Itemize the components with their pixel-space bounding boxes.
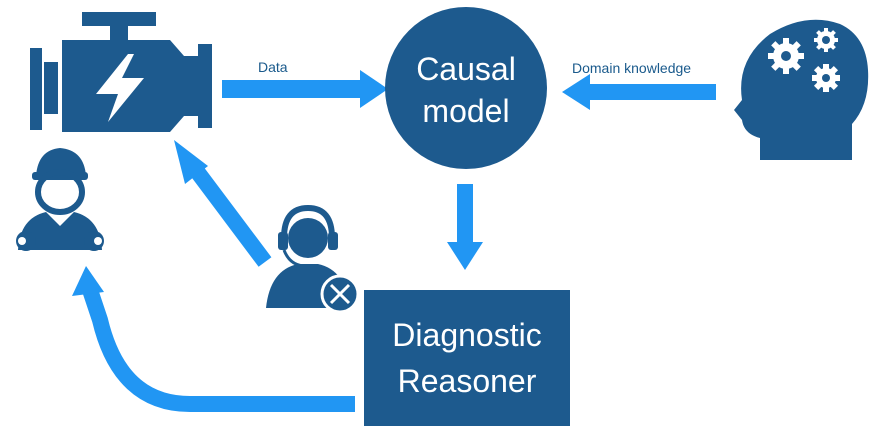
causal-model-node: Causal model [385,7,547,169]
agent-to-engine-arrow [174,140,272,267]
expert-head-gears-icon [734,19,869,160]
gear-top-icon [814,28,838,52]
reasoner-to-technician-arrow [72,266,355,412]
causal-model-label-line2: model [422,93,509,129]
model-to-reasoner-arrow [447,184,483,270]
gear-large-icon [768,38,804,74]
data-arrow [222,70,388,108]
diagnostic-reasoner-node: Diagnostic Reasoner [364,290,570,426]
support-agent-icon [266,204,360,314]
causal-model-label-line1: Causal [416,51,516,87]
diagnostic-reasoner-label-line1: Diagnostic [392,317,541,353]
technician-icon [16,148,104,251]
diagnostic-reasoner-label-line2: Reasoner [398,363,537,399]
data-arrow-label: Data [258,59,288,75]
domain-knowledge-arrow-label: Domain knowledge [572,60,691,76]
engine-icon [30,12,212,132]
gear-bottom-icon [812,64,840,92]
domain-knowledge-arrow [562,74,716,110]
